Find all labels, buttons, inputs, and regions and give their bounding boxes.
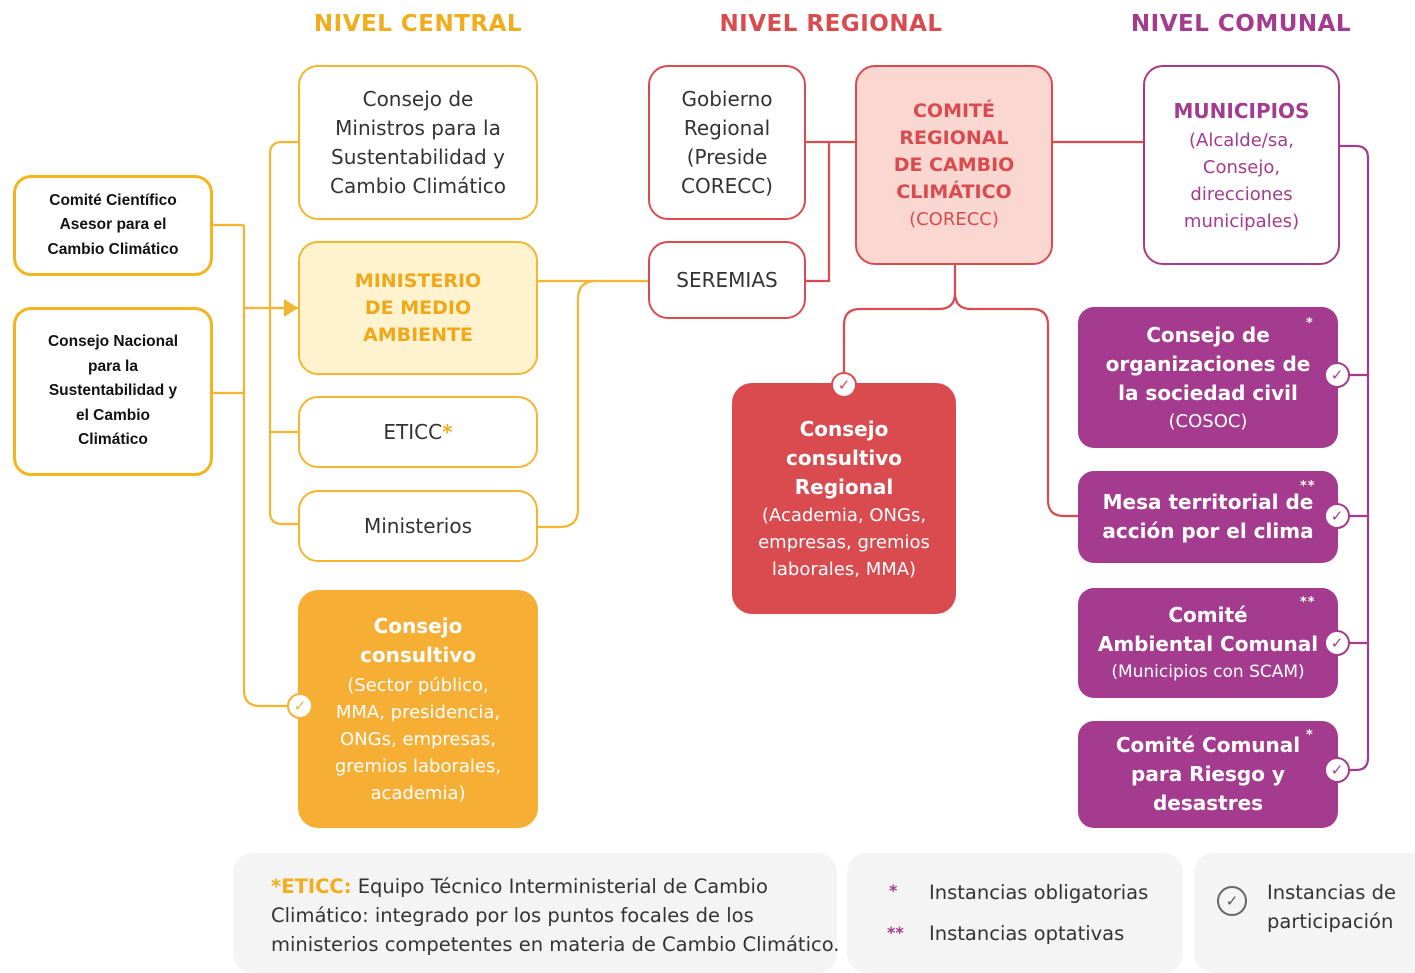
check-circle-icon: ✓ — [1324, 757, 1350, 783]
header-nivel-regional: NIVEL REGIONAL — [719, 11, 943, 37]
eticc-asterisk: * — [442, 419, 453, 444]
check-circle-icon: ✓ — [1324, 630, 1350, 656]
star-obligatoria-icon: * — [1306, 316, 1314, 331]
arrow-right-icon — [284, 299, 298, 317]
legend-optativas: Instancias optativas — [929, 922, 1125, 945]
comite-riesgo-box: Comité Comunal para Riesgo y desastres — [1078, 721, 1338, 828]
cosoc-box: Consejo de organizaciones de la sociedad… — [1078, 307, 1338, 448]
ministerios-box: Ministerios — [298, 490, 538, 562]
corecc-box: COMITÉ REGIONAL DE CAMBIO CLIMÁTICO (COR… — [855, 65, 1053, 265]
check-circle-icon: ✓ — [287, 693, 313, 719]
comite-cientifico-box: Comité Científico Asesor para el Cambio … — [13, 175, 213, 276]
consejo-consultivo-box: Consejo consultivo (Sector público, MMA,… — [298, 590, 538, 828]
consejo-ministros-box: Consejo de Ministros para la Sustentabil… — [298, 65, 538, 220]
municipios-box: MUNICIPIOS (Alcalde/sa, Consejo, direcci… — [1143, 65, 1340, 265]
eticc-label: ETICC — [383, 419, 443, 444]
star-obligatoria-icon: * — [889, 881, 898, 900]
connector-comunal-bus — [1340, 144, 1370, 772]
header-nivel-comunal: NIVEL COMUNAL — [1130, 11, 1352, 37]
connector-central-bracket — [268, 140, 298, 526]
check-circle-icon: ✓ — [1217, 886, 1247, 916]
check-circle-icon: ✓ — [831, 372, 857, 398]
legend-obligatorias: Instancias obligatorias — [929, 881, 1149, 904]
connector-ministerios-seremias — [538, 279, 597, 529]
consejo-nacional-box: Consejo Nacional para la Sustentabilidad… — [13, 307, 213, 476]
ministerio-medio-ambiente-box: MINISTERIO DE MEDIO AMBIENTE — [298, 241, 538, 375]
header-nivel-central: NIVEL CENTRAL — [313, 11, 523, 37]
eticc-box: ETICC* — [298, 396, 538, 468]
mesa-territorial-box: Mesa territorial de acción por el clima — [1078, 471, 1338, 563]
comite-ambiental-box: Comité Ambiental Comunal (Municipios con… — [1078, 588, 1338, 698]
eticc-footnote-key: *ETICC: — [271, 875, 352, 898]
connector-left-bus — [213, 223, 246, 690]
seremias-box: SEREMIAS — [648, 241, 806, 319]
connector-corecc-consultivo — [842, 265, 957, 372]
participation-legend-panel: ✓ Instancias de participación — [1194, 853, 1415, 973]
star-obligatoria-icon: * — [1306, 728, 1314, 743]
check-circle-icon: ✓ — [1324, 503, 1350, 529]
connector-seremias-corecc — [806, 142, 831, 283]
consejo-consultivo-regional-box: Consejo consultivo Regional (Academia, O… — [732, 383, 956, 614]
star-optativa-icon: ** — [887, 923, 904, 942]
eticc-footnote-panel: *ETICC: Equipo Técnico Interministerial … — [233, 853, 840, 973]
stars-legend-panel: * Instancias obligatorias ** Instancias … — [847, 853, 1183, 973]
gobierno-regional-box: Gobierno Regional (Preside CORECC) — [648, 65, 806, 220]
star-optativa-icon: ** — [1300, 479, 1316, 494]
connector-corecc-mesa — [953, 292, 1078, 518]
check-circle-icon: ✓ — [1324, 362, 1350, 388]
star-optativa-icon: ** — [1300, 595, 1316, 610]
